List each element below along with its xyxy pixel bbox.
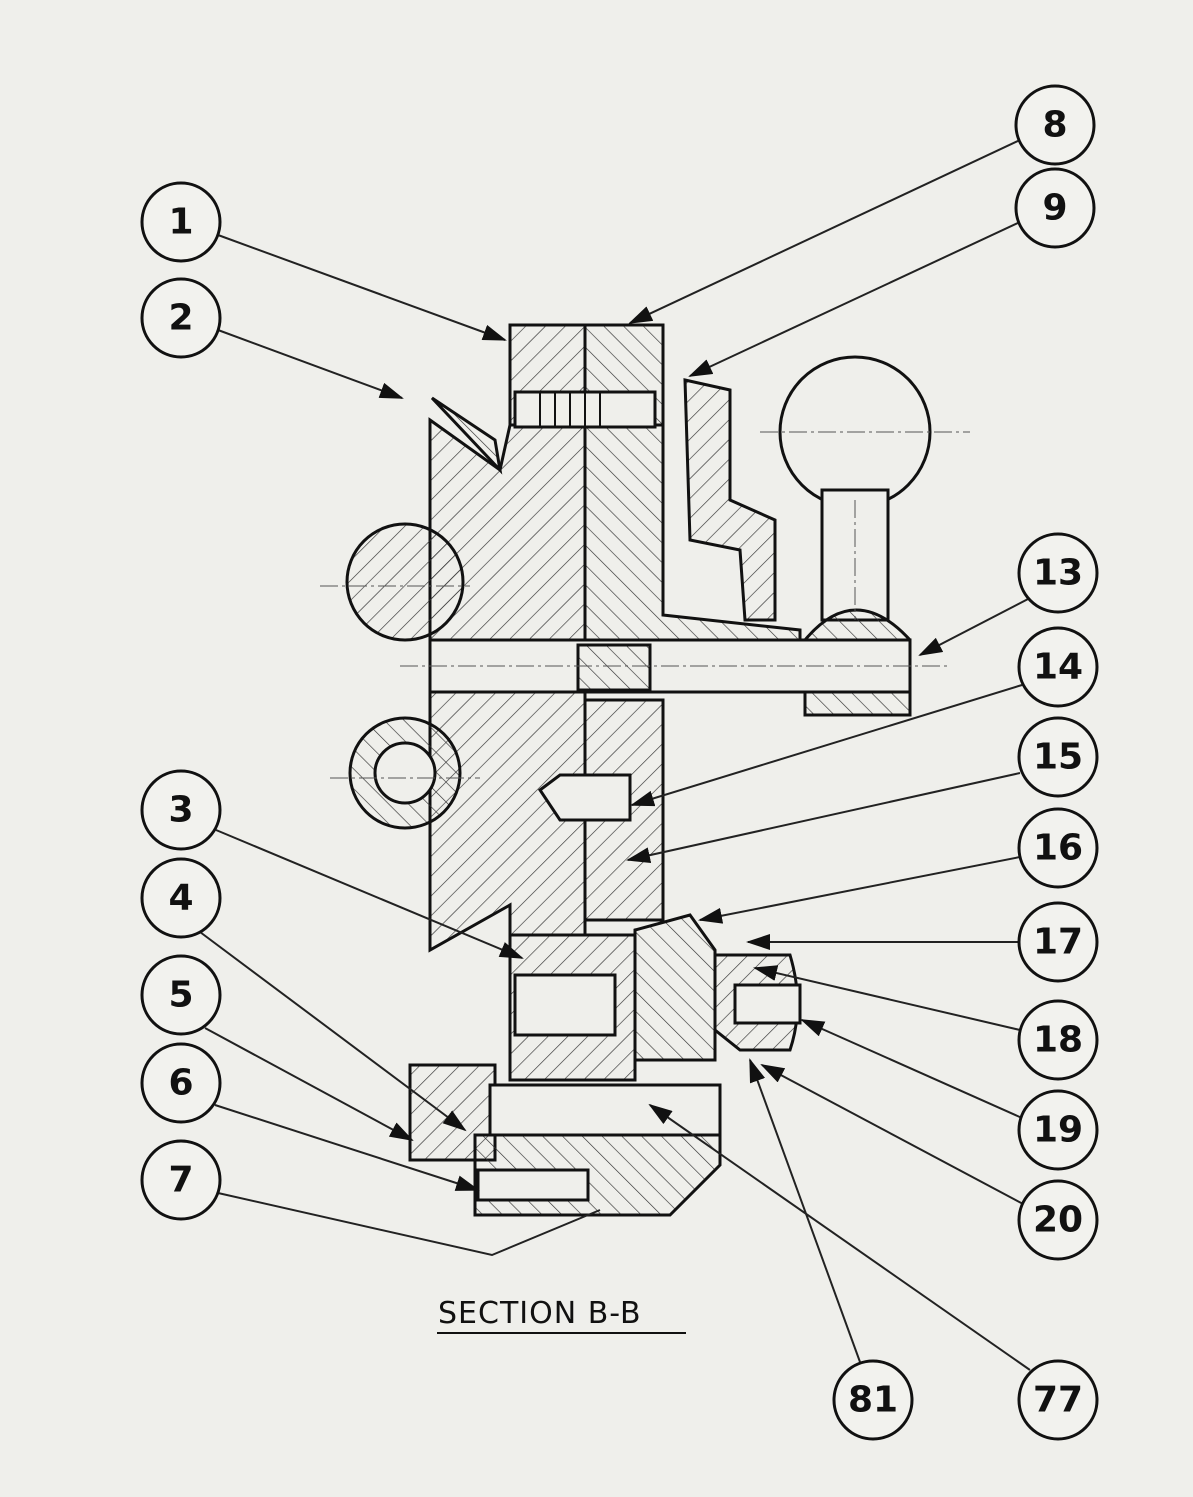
balloon-right-14: 14 xyxy=(1017,626,1099,708)
balloon-right-15: 15 xyxy=(1017,716,1099,798)
lever-arm xyxy=(683,378,777,622)
section-title: SECTION B-B xyxy=(438,1296,642,1331)
svg-text:3: 3 xyxy=(168,790,193,831)
screw-thread xyxy=(539,392,601,427)
svg-text:15: 15 xyxy=(1033,737,1083,778)
svg-text:1: 1 xyxy=(168,202,193,243)
screw-right xyxy=(733,983,802,1025)
balloon-left-1: 1 xyxy=(140,181,222,263)
svg-text:8: 8 xyxy=(1042,105,1067,146)
svg-text:4: 4 xyxy=(168,878,193,919)
svg-text:20: 20 xyxy=(1033,1200,1083,1241)
lower-bore xyxy=(513,973,617,1037)
svg-text:17: 17 xyxy=(1033,922,1083,963)
svg-text:18: 18 xyxy=(1033,1020,1083,1061)
balloon-right-8: 8 xyxy=(1014,84,1096,166)
leader-lines xyxy=(199,139,1031,1371)
blind-hole xyxy=(537,773,632,822)
svg-text:6: 6 xyxy=(168,1063,193,1104)
svg-text:81: 81 xyxy=(848,1380,898,1421)
balloon-left-4: 4 xyxy=(140,857,222,939)
svg-text:19: 19 xyxy=(1033,1110,1083,1151)
shaft-key xyxy=(576,643,652,692)
svg-text:7: 7 xyxy=(168,1160,193,1201)
balloon-left-2: 2 xyxy=(140,277,222,359)
balloon-left-5: 5 xyxy=(140,954,222,1036)
wedge-top xyxy=(430,396,503,475)
balloon-left-3: 3 xyxy=(140,769,222,851)
balloon-right-18: 18 xyxy=(1017,999,1099,1081)
bottom-pin xyxy=(488,1083,722,1137)
balloon-left-7: 7 xyxy=(140,1139,222,1221)
svg-text:16: 16 xyxy=(1033,828,1083,869)
balloon-bottom-77: 77 xyxy=(1017,1359,1099,1441)
balloon-right-9: 9 xyxy=(1014,167,1096,249)
balloon-right-17: 17 xyxy=(1017,901,1099,983)
svg-text:14: 14 xyxy=(1033,647,1083,688)
part-geometry xyxy=(320,323,970,1217)
lower-housing xyxy=(633,913,717,1062)
svg-text:13: 13 xyxy=(1033,553,1083,594)
balloon-right-20: 20 xyxy=(1017,1179,1099,1261)
svg-text:77: 77 xyxy=(1033,1380,1083,1421)
svg-text:9: 9 xyxy=(1042,188,1067,229)
bottom-screw xyxy=(476,1168,590,1202)
balloon-bottom-81: 81 xyxy=(832,1359,914,1441)
svg-text:2: 2 xyxy=(168,298,193,339)
ball-upper xyxy=(345,522,465,642)
balloon-left-6: 6 xyxy=(140,1042,222,1124)
balloon-right-13: 13 xyxy=(1017,532,1099,614)
balloon-right-16: 16 xyxy=(1017,807,1099,889)
balloon-right-19: 19 xyxy=(1017,1089,1099,1171)
ball-lower-inner xyxy=(373,741,437,805)
svg-text:5: 5 xyxy=(168,975,193,1016)
